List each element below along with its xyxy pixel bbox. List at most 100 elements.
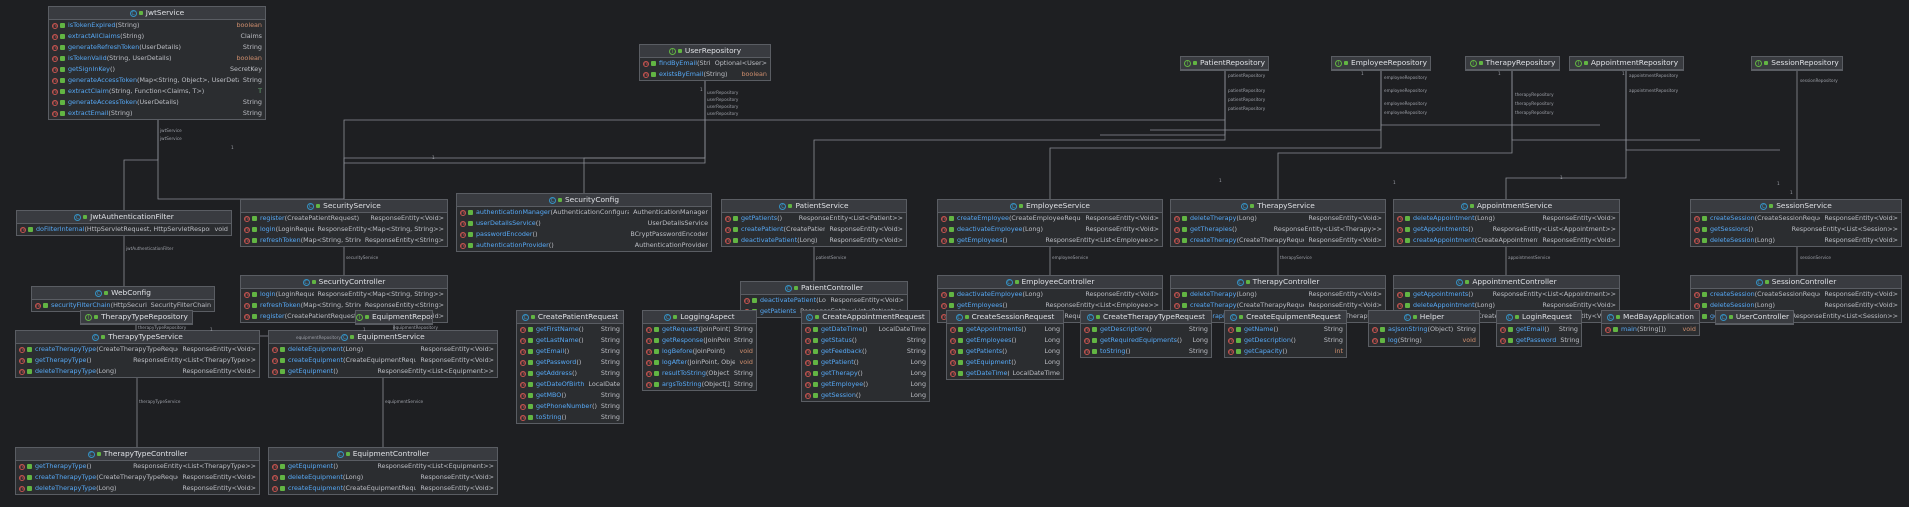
method-row[interactable]: msecurityFilterChain(HttpSecurity)Securi… bbox=[32, 300, 214, 311]
method-row[interactable]: mcreateSession(CreateSessionRequest)Resp… bbox=[1691, 289, 1901, 300]
method-row[interactable]: mcreateEquipment(CreateEquipmentRequest)… bbox=[269, 483, 497, 494]
class-box-userRepo[interactable]: IUserRepositorymfindByEmail(String)Optio… bbox=[639, 44, 771, 81]
method-row[interactable]: mcreateTherapy(CreateTherapyRequest)Resp… bbox=[1171, 300, 1385, 311]
class-box-equipmentRepo[interactable]: IEquipmentRepository bbox=[355, 310, 433, 325]
method-row[interactable]: mcreatePatient(CreatePatientRequest)Resp… bbox=[722, 224, 906, 235]
method-row[interactable]: mcreateEquipment(CreateEquipmentRequest)… bbox=[269, 355, 497, 366]
method-row[interactable]: mcreateEmployee(CreateEmployeeRequest)Re… bbox=[938, 213, 1162, 224]
method-row[interactable]: mcreateSession(CreateSessionRequest)Resp… bbox=[1691, 213, 1901, 224]
method-row[interactable]: mlogin(LoginRequest)ResponseEntity<Map<S… bbox=[241, 224, 447, 235]
method-row[interactable]: mcreateAppointment(CreateAppointmentRequ… bbox=[1394, 235, 1619, 246]
